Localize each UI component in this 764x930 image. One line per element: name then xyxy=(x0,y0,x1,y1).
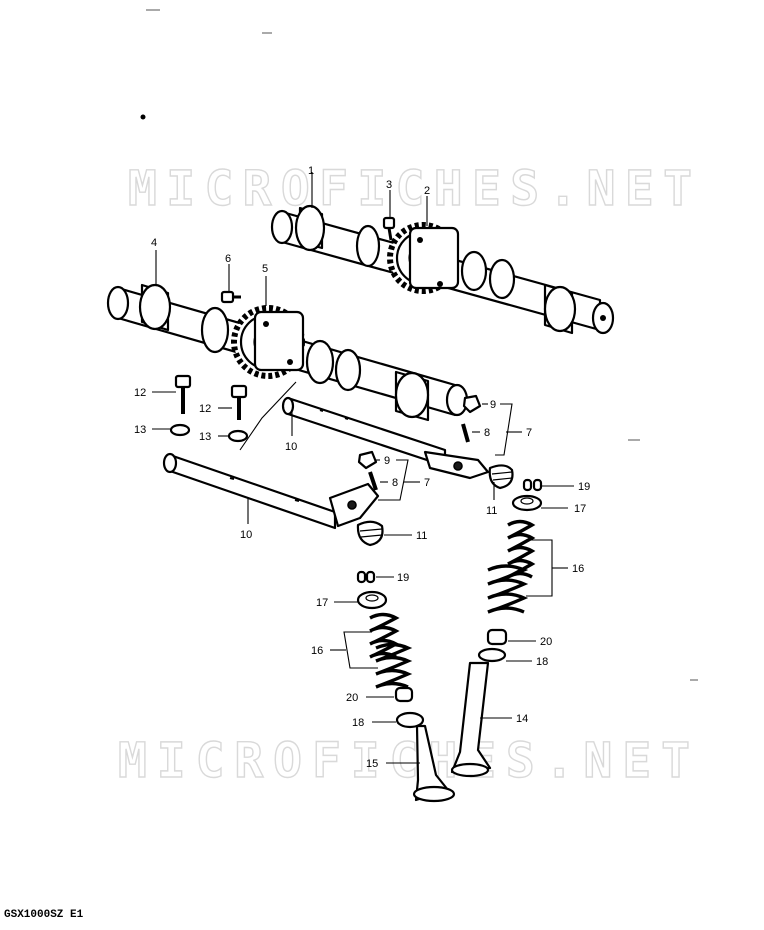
callout-12-left: 12 xyxy=(134,387,146,399)
watermark-bottom: MICROFICHES.NET xyxy=(118,733,696,789)
callout-9-lower: 9 xyxy=(384,455,390,467)
spring-retainer-right xyxy=(511,494,543,512)
cam-sprocket-lower xyxy=(231,305,305,379)
callout-3: 3 xyxy=(386,179,392,191)
adjust-screw-upper xyxy=(461,423,470,443)
sprocket-bolt-upper xyxy=(382,216,396,241)
callout-16-left: 16 xyxy=(311,645,323,657)
callout-13-left: 13 xyxy=(134,424,146,436)
washer-right xyxy=(227,429,249,443)
callout-19-left: 19 xyxy=(397,572,409,584)
callout-13-right: 13 xyxy=(199,431,211,443)
callout-1: 1 xyxy=(308,165,314,177)
lock-nut-upper xyxy=(462,394,482,414)
valve-springs-left xyxy=(369,612,413,689)
cotter-right xyxy=(522,478,543,492)
spring-retainer-left xyxy=(356,590,388,610)
rocker-arm-lower xyxy=(328,482,380,528)
callout-14: 14 xyxy=(516,713,528,725)
callout-10-lower: 10 xyxy=(240,529,252,541)
callout-20-left: 20 xyxy=(346,692,358,704)
callout-4: 4 xyxy=(151,237,157,249)
callout-20-right: 20 xyxy=(540,636,552,648)
sprocket-bolt-lower xyxy=(220,290,241,304)
callout-6: 6 xyxy=(225,253,231,265)
shaft-bolt-left xyxy=(174,374,192,414)
callout-9-upper: 9 xyxy=(490,399,496,411)
shaft-bolt-right xyxy=(230,384,248,420)
rocker-spring-lower xyxy=(356,520,384,547)
cotter-left xyxy=(356,570,376,584)
callout-16-right: 16 xyxy=(572,563,584,575)
callout-7-upper: 7 xyxy=(526,427,532,439)
spring-seat-left xyxy=(395,711,425,729)
callouts: 1 3 2 4 6 5 12 12 13 13 10 9 8 7 9 8 xyxy=(134,165,590,770)
rocker-arm-upper xyxy=(423,450,490,480)
callout-18-right: 18 xyxy=(536,656,548,668)
valve-springs-right xyxy=(487,519,536,614)
callout-11-upper: 11 xyxy=(486,505,497,517)
callout-12-right: 12 xyxy=(199,403,211,415)
scan-specks xyxy=(140,9,698,681)
oil-seal-left xyxy=(394,686,414,703)
lock-nut-lower xyxy=(357,450,378,470)
oil-seal-right xyxy=(486,628,508,646)
callout-7-lower: 7 xyxy=(424,477,430,489)
callout-8-upper: 8 xyxy=(484,427,490,439)
rocker-shaft-lower xyxy=(162,452,337,530)
callout-15: 15 xyxy=(366,758,378,770)
callout-17-right: 17 xyxy=(574,503,586,515)
exhaust-valve xyxy=(450,661,492,778)
adjust-screw-lower xyxy=(368,471,378,491)
cam-sprocket-upper xyxy=(387,222,460,294)
callout-19-right: 19 xyxy=(578,481,590,493)
spring-seat-right xyxy=(477,647,507,663)
callout-5: 5 xyxy=(262,263,268,275)
callout-18-left: 18 xyxy=(352,717,364,729)
model-code: GSX1000SZ E1 xyxy=(4,909,84,921)
callout-10-upper: 10 xyxy=(285,441,297,453)
intake-valve xyxy=(412,724,456,803)
callout-8-lower: 8 xyxy=(392,477,398,489)
leader-washer-bracket xyxy=(239,381,297,451)
callout-2: 2 xyxy=(424,185,430,197)
callout-17-left: 17 xyxy=(316,597,328,609)
watermark-top: MICROFICHES.NET xyxy=(128,161,698,217)
rocker-spring-upper xyxy=(488,464,514,490)
washer-left xyxy=(169,423,191,437)
callout-11-lower: 11 xyxy=(416,530,427,542)
